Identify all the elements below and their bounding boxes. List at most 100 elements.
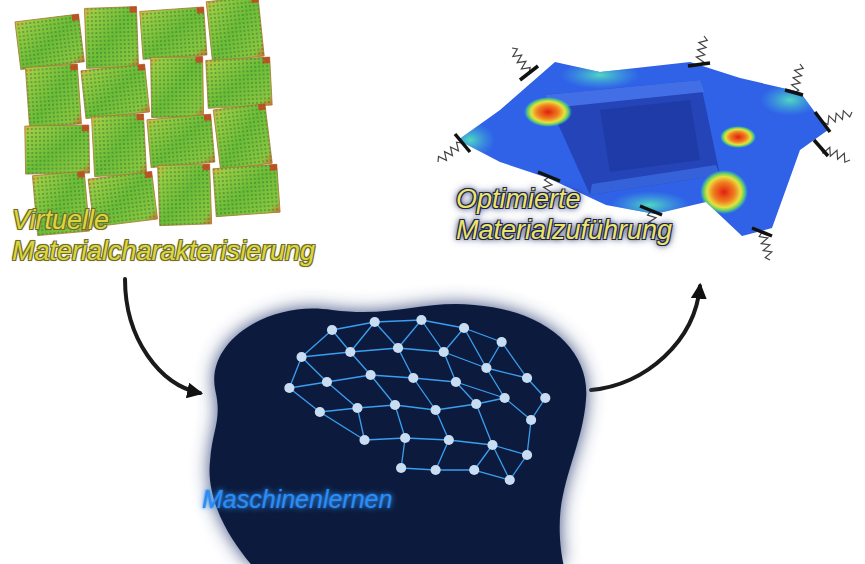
spring-symbol — [696, 36, 707, 65]
network-neuron — [408, 373, 418, 383]
network-link — [395, 405, 436, 410]
network-link — [398, 348, 444, 352]
network-neuron — [370, 317, 380, 327]
network-link — [365, 438, 406, 440]
tile-mesh — [213, 164, 280, 216]
network-neuron — [352, 403, 362, 413]
tile-hotspot — [263, 57, 270, 63]
network-neuron — [296, 352, 306, 362]
tile-mesh — [140, 7, 207, 59]
network-neuron — [500, 393, 510, 403]
network-neuron — [416, 315, 426, 325]
network-link — [327, 382, 357, 408]
clamp-bar — [785, 90, 803, 95]
clamp-bar — [455, 134, 470, 152]
network-link — [289, 388, 319, 412]
clamp-bar — [640, 206, 662, 215]
tile-hotspot — [129, 7, 136, 13]
network-neuron — [431, 405, 441, 415]
network-neuron — [359, 435, 369, 445]
spring-symbol — [512, 48, 530, 73]
clamp-springs — [438, 36, 852, 260]
network-neuron — [322, 377, 332, 387]
tile-mesh — [147, 114, 215, 167]
spring-symbol — [438, 142, 462, 162]
network-neuron — [393, 343, 403, 353]
ml-blob-node: Maschinenlernen — [200, 295, 591, 564]
fabric-tile — [151, 57, 204, 118]
tile-hotspot — [136, 114, 143, 120]
fabric-tile — [213, 164, 280, 216]
flow-arrow — [591, 286, 700, 390]
network-link — [476, 404, 492, 445]
network-link — [289, 382, 327, 388]
spring-symbol — [792, 64, 804, 93]
label-panel: Optimierte Materialzuführung — [450, 20, 855, 282]
tile-body — [147, 114, 215, 167]
fabric-tile — [84, 7, 138, 69]
tile-mesh — [158, 164, 212, 226]
tile-body — [206, 0, 264, 61]
network-link — [398, 348, 413, 378]
tile-mesh — [151, 57, 204, 118]
tile-body — [151, 57, 204, 118]
network-link — [444, 352, 487, 368]
network-link — [350, 348, 398, 352]
network-neuron — [366, 370, 376, 380]
network-link — [505, 398, 531, 420]
network-link — [375, 320, 422, 322]
sheet-surface — [440, 40, 840, 250]
tile-hotspot — [72, 14, 80, 21]
clamp-bar — [752, 228, 772, 236]
network-neuron — [284, 383, 294, 393]
clamp-bar — [815, 112, 830, 132]
tile-hotspot — [258, 104, 266, 111]
network-link — [375, 322, 398, 348]
fabric-tile — [206, 57, 272, 108]
network-neuron — [400, 433, 410, 443]
flow-arrow — [125, 279, 200, 393]
network-link — [371, 375, 414, 378]
spring-symbol — [823, 111, 852, 125]
tile-hotspot — [196, 57, 203, 63]
network-neuron — [469, 465, 479, 475]
tile-mesh — [81, 64, 150, 118]
tile-mesh — [25, 64, 81, 127]
network-neuron — [522, 373, 532, 383]
network-link — [413, 378, 435, 410]
network-link — [492, 445, 527, 455]
tile-body — [81, 64, 150, 118]
tile-mesh — [84, 7, 138, 69]
network-link — [302, 357, 327, 382]
clamp-bar — [520, 66, 538, 80]
tile-hotspot — [82, 125, 89, 131]
tile-body — [25, 125, 90, 174]
fabric-tile — [147, 114, 215, 167]
network-link — [486, 368, 527, 378]
network-link — [405, 438, 449, 440]
network-neuron — [431, 465, 441, 475]
fabric-tile — [25, 64, 81, 127]
network-neuron — [497, 337, 507, 347]
network-neuron — [390, 400, 400, 410]
tile-mesh — [213, 104, 272, 170]
network-neuron — [396, 463, 406, 473]
network-link — [357, 405, 395, 408]
network-link — [421, 320, 464, 328]
fabric-tile — [158, 164, 212, 226]
tile-mesh — [91, 114, 146, 177]
network-link — [327, 375, 371, 382]
tile-hotspot — [270, 164, 277, 170]
network-neuron — [327, 325, 337, 335]
tile-hotspot — [204, 114, 211, 121]
network-link — [527, 420, 531, 455]
network-neuron — [487, 440, 497, 450]
label-panel: Virtuelle Materialcharakterisierung — [8, 0, 413, 275]
tile-mesh — [206, 0, 264, 61]
clamp-bar — [814, 140, 828, 156]
network-neuron — [345, 347, 355, 357]
network-link — [401, 468, 436, 470]
network-link — [421, 320, 443, 352]
network-link — [464, 328, 502, 342]
tile-body — [206, 57, 272, 108]
